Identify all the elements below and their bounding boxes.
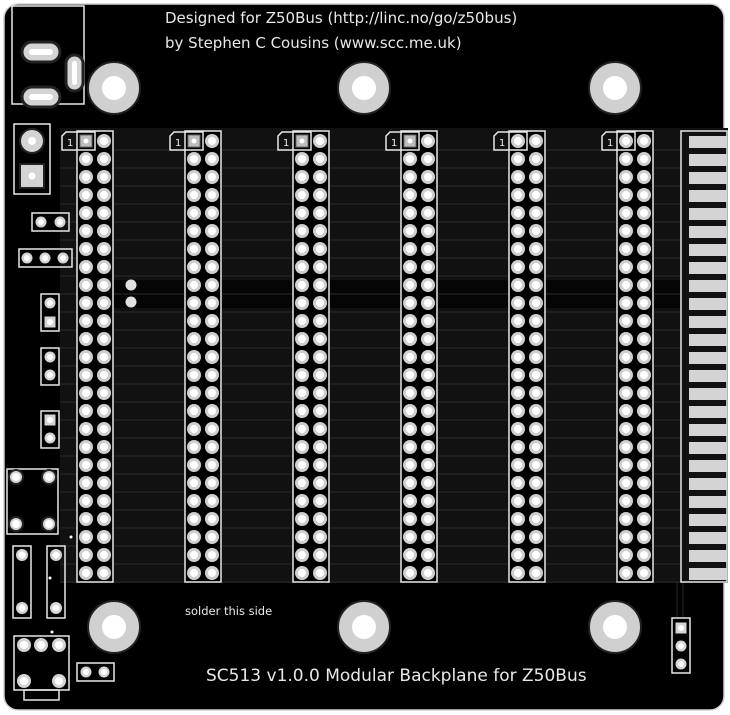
- edge-finger: [689, 514, 727, 526]
- edge-finger: [689, 352, 727, 364]
- power-jack: [11, 5, 85, 109]
- edge-connector: [680, 130, 728, 583]
- edge-finger: [689, 406, 727, 418]
- pin1-label: 1: [283, 138, 289, 149]
- header-1: 1: [61, 130, 114, 583]
- title-line-2: by Stephen C Cousins (www.scc.me.uk): [165, 34, 462, 52]
- header-2: 1: [169, 130, 222, 583]
- edge-finger: [689, 172, 727, 184]
- edge-finger: [689, 550, 727, 562]
- pin1-label: 1: [391, 138, 397, 149]
- header-5: 1: [493, 130, 546, 583]
- jumper-2pin-vertical-a: [40, 293, 60, 332]
- edge-finger: [689, 154, 727, 166]
- resistor-b: [46, 545, 66, 619]
- resistor-a: [12, 545, 32, 619]
- edge-finger: [689, 388, 727, 400]
- jumper-2pin-horizontal: [31, 212, 70, 232]
- edge-finger: [689, 190, 727, 202]
- edge-finger: [689, 280, 727, 292]
- edge-finger: [689, 244, 727, 256]
- edge-finger: [689, 478, 727, 490]
- via: [125, 296, 137, 308]
- edge-finger: [689, 370, 727, 382]
- jumper-2pin-bottom: [76, 662, 115, 682]
- edge-finger: [689, 532, 727, 544]
- pin1-label: 1: [607, 138, 613, 149]
- board-footer-title: SC513 v1.0.0 Modular Backplane for Z50Bu…: [206, 666, 587, 686]
- bus-traces: [60, 149, 681, 583]
- bus-headers: 1 1 1 1 1 1: [61, 130, 654, 583]
- title-line-1: Designed for Z50Bus (http://linc.no/go/z…: [165, 9, 517, 27]
- pin1-label: 1: [67, 138, 73, 149]
- mounting-holes: [87, 61, 642, 654]
- edge-finger: [689, 568, 727, 580]
- jumper-2pin-vertical-c: [40, 410, 60, 449]
- header-4: 1: [385, 130, 438, 583]
- edge-finger: [689, 136, 727, 148]
- edge-finger: [689, 262, 727, 274]
- header-3: 1: [277, 130, 330, 583]
- regulator-block: [13, 635, 70, 701]
- edge-finger: [689, 208, 727, 220]
- power-terminal: [13, 123, 51, 195]
- edge-finger: [689, 298, 727, 310]
- edge-finger: [689, 442, 727, 454]
- header-6: 1: [601, 130, 654, 583]
- jumper-2pin-vertical-b: [40, 347, 60, 386]
- jumper-3pin-vertical: [671, 583, 691, 674]
- edge-finger: [689, 226, 727, 238]
- jumper-3pin-horizontal: [18, 248, 73, 268]
- solder-note: solder this side: [185, 604, 272, 618]
- edge-finger: [689, 334, 727, 346]
- pin1-label: 1: [175, 138, 181, 149]
- via: [125, 279, 137, 291]
- pin1-label: 1: [499, 138, 505, 149]
- edge-finger: [689, 316, 727, 328]
- edge-finger: [689, 496, 727, 508]
- edge-finger: [689, 460, 727, 472]
- push-switch: [6, 468, 59, 535]
- edge-finger: [689, 424, 727, 436]
